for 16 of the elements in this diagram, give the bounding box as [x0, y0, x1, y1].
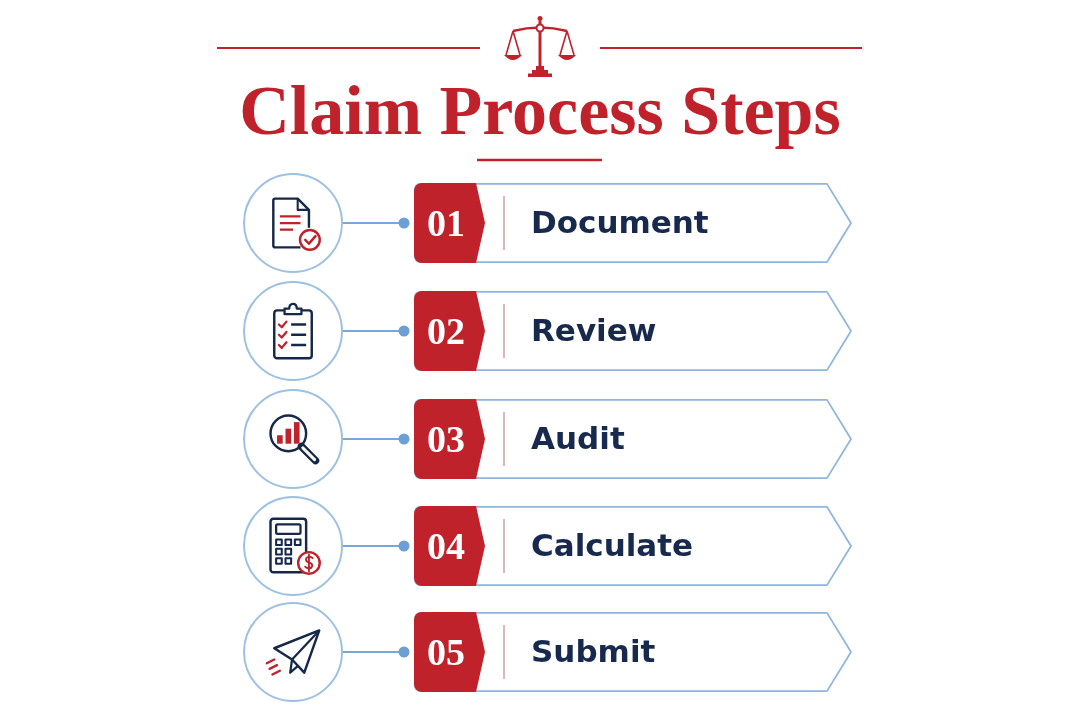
step-label: Calculate [531, 527, 694, 565]
step-number-badge: 04 [414, 506, 485, 586]
step-label: Document [531, 204, 709, 242]
step-label: Audit [531, 420, 625, 458]
step-banner [414, 183, 852, 263]
step-label: Review [531, 312, 657, 350]
step-number-badge: 05 [414, 612, 485, 692]
title: Claim Process Steps [239, 71, 841, 151]
step-banner [414, 612, 852, 692]
step-banner [414, 506, 852, 586]
step-label: Submit [531, 633, 656, 671]
step-number-badge: 02 [414, 291, 485, 371]
step-banner [414, 399, 852, 479]
step-number-badge: 03 [414, 399, 485, 479]
step-banner [414, 291, 852, 371]
step-number-badge: 01 [414, 183, 485, 263]
